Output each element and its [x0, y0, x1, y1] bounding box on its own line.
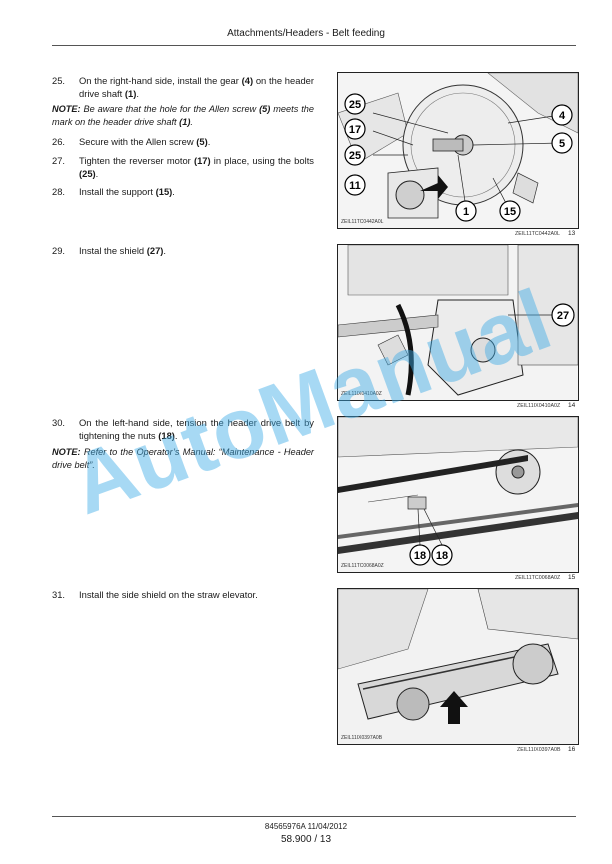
figure-ref: ZEIL11IX0397A0B	[517, 747, 561, 753]
figure-ref: ZEIL11IX0410A0Z	[517, 403, 561, 409]
footer-page-number: 58.900 / 13	[280, 834, 332, 845]
figure-13-illustration: 25 17 25 11 4 5 1 15	[338, 73, 578, 228]
svg-text:18: 18	[436, 550, 448, 562]
figure-number: 13	[568, 230, 576, 237]
figure-code: ZEIL11TC0068A0Z	[341, 563, 384, 569]
step-29: 29. Instal the shield (27).	[52, 245, 167, 256]
svg-text:4: 4	[559, 110, 566, 122]
callout-27: 27	[551, 303, 575, 327]
step-28: 28. Install the support (15).	[52, 186, 175, 197]
callout-4: 4	[551, 104, 573, 126]
figure-14: 27 ZEIL11IX0410A0Z	[337, 244, 579, 401]
figure-code: ZEIL11IX0410A0Z	[341, 391, 382, 397]
svg-text:25: 25	[349, 99, 361, 111]
figure-14-illustration: 27	[338, 245, 578, 400]
figure-number: 15	[568, 574, 576, 581]
figure-15-illustration: 18 18	[338, 417, 578, 572]
callout-25: 25	[344, 144, 366, 166]
callout-25: 25	[344, 93, 366, 115]
callout-5: 5	[551, 132, 573, 154]
figure-number: 16	[568, 746, 576, 753]
note-allen-screw: NOTE: Be aware that the hole for the All…	[52, 104, 314, 127]
svg-text:18: 18	[414, 550, 426, 562]
callout-17: 17	[344, 118, 366, 140]
figure-ref: ZEIL11TC0068A0Z	[515, 575, 561, 581]
svg-text:15: 15	[504, 206, 516, 218]
callout-15: 15	[499, 200, 521, 222]
figure-code: ZEIL11IX0397A0B	[341, 735, 383, 741]
figure-15: 18 18 ZEIL11TC0068A0Z	[337, 416, 579, 573]
callout-18: 18	[431, 544, 453, 566]
step-26: 26. Secure with the Allen screw (5).	[52, 136, 211, 147]
callout-1: 1	[455, 200, 477, 222]
figure-code: ZEIL11TC0442A0L	[341, 219, 384, 225]
note-operators-manual: NOTE: Refer to the Operator’s Manual: “M…	[52, 447, 314, 470]
footer-rule	[52, 816, 576, 817]
step-25: 25. On the right-hand side, install the …	[52, 74, 314, 100]
figure-16-illustration	[338, 589, 578, 744]
callout-18: 18	[409, 544, 431, 566]
header-rule	[52, 45, 576, 46]
figure-13: 25 17 25 11 4 5 1 15 ZEIL11TC0442A0L	[337, 72, 579, 229]
figure-number: 14	[568, 402, 576, 409]
footer-doc-id: 84565976A 11/04/2012	[264, 822, 348, 831]
figure-16: ZEIL11IX0397A0B	[337, 588, 579, 745]
callout-11: 11	[344, 174, 366, 196]
step-31: 31. Install the side shield on the straw…	[52, 589, 258, 600]
svg-text:25: 25	[349, 150, 361, 162]
step-30: 30. On the left-hand side, tension the h…	[52, 417, 314, 441]
svg-text:17: 17	[349, 124, 361, 136]
figure-ref: ZEIL11TC0442A0L	[515, 231, 560, 237]
step-text: On the right-hand side, install the gear…	[79, 75, 314, 99]
page-header-title: Attachments/Headers - Belt feeding	[227, 28, 385, 39]
step-number: 25.	[52, 75, 66, 86]
svg-text:27: 27	[557, 310, 569, 322]
svg-text:1: 1	[463, 206, 469, 218]
svg-text:5: 5	[559, 138, 565, 150]
step-27: 27. Tighten the reverser motor (17) in p…	[52, 155, 314, 179]
svg-text:11: 11	[349, 180, 361, 192]
